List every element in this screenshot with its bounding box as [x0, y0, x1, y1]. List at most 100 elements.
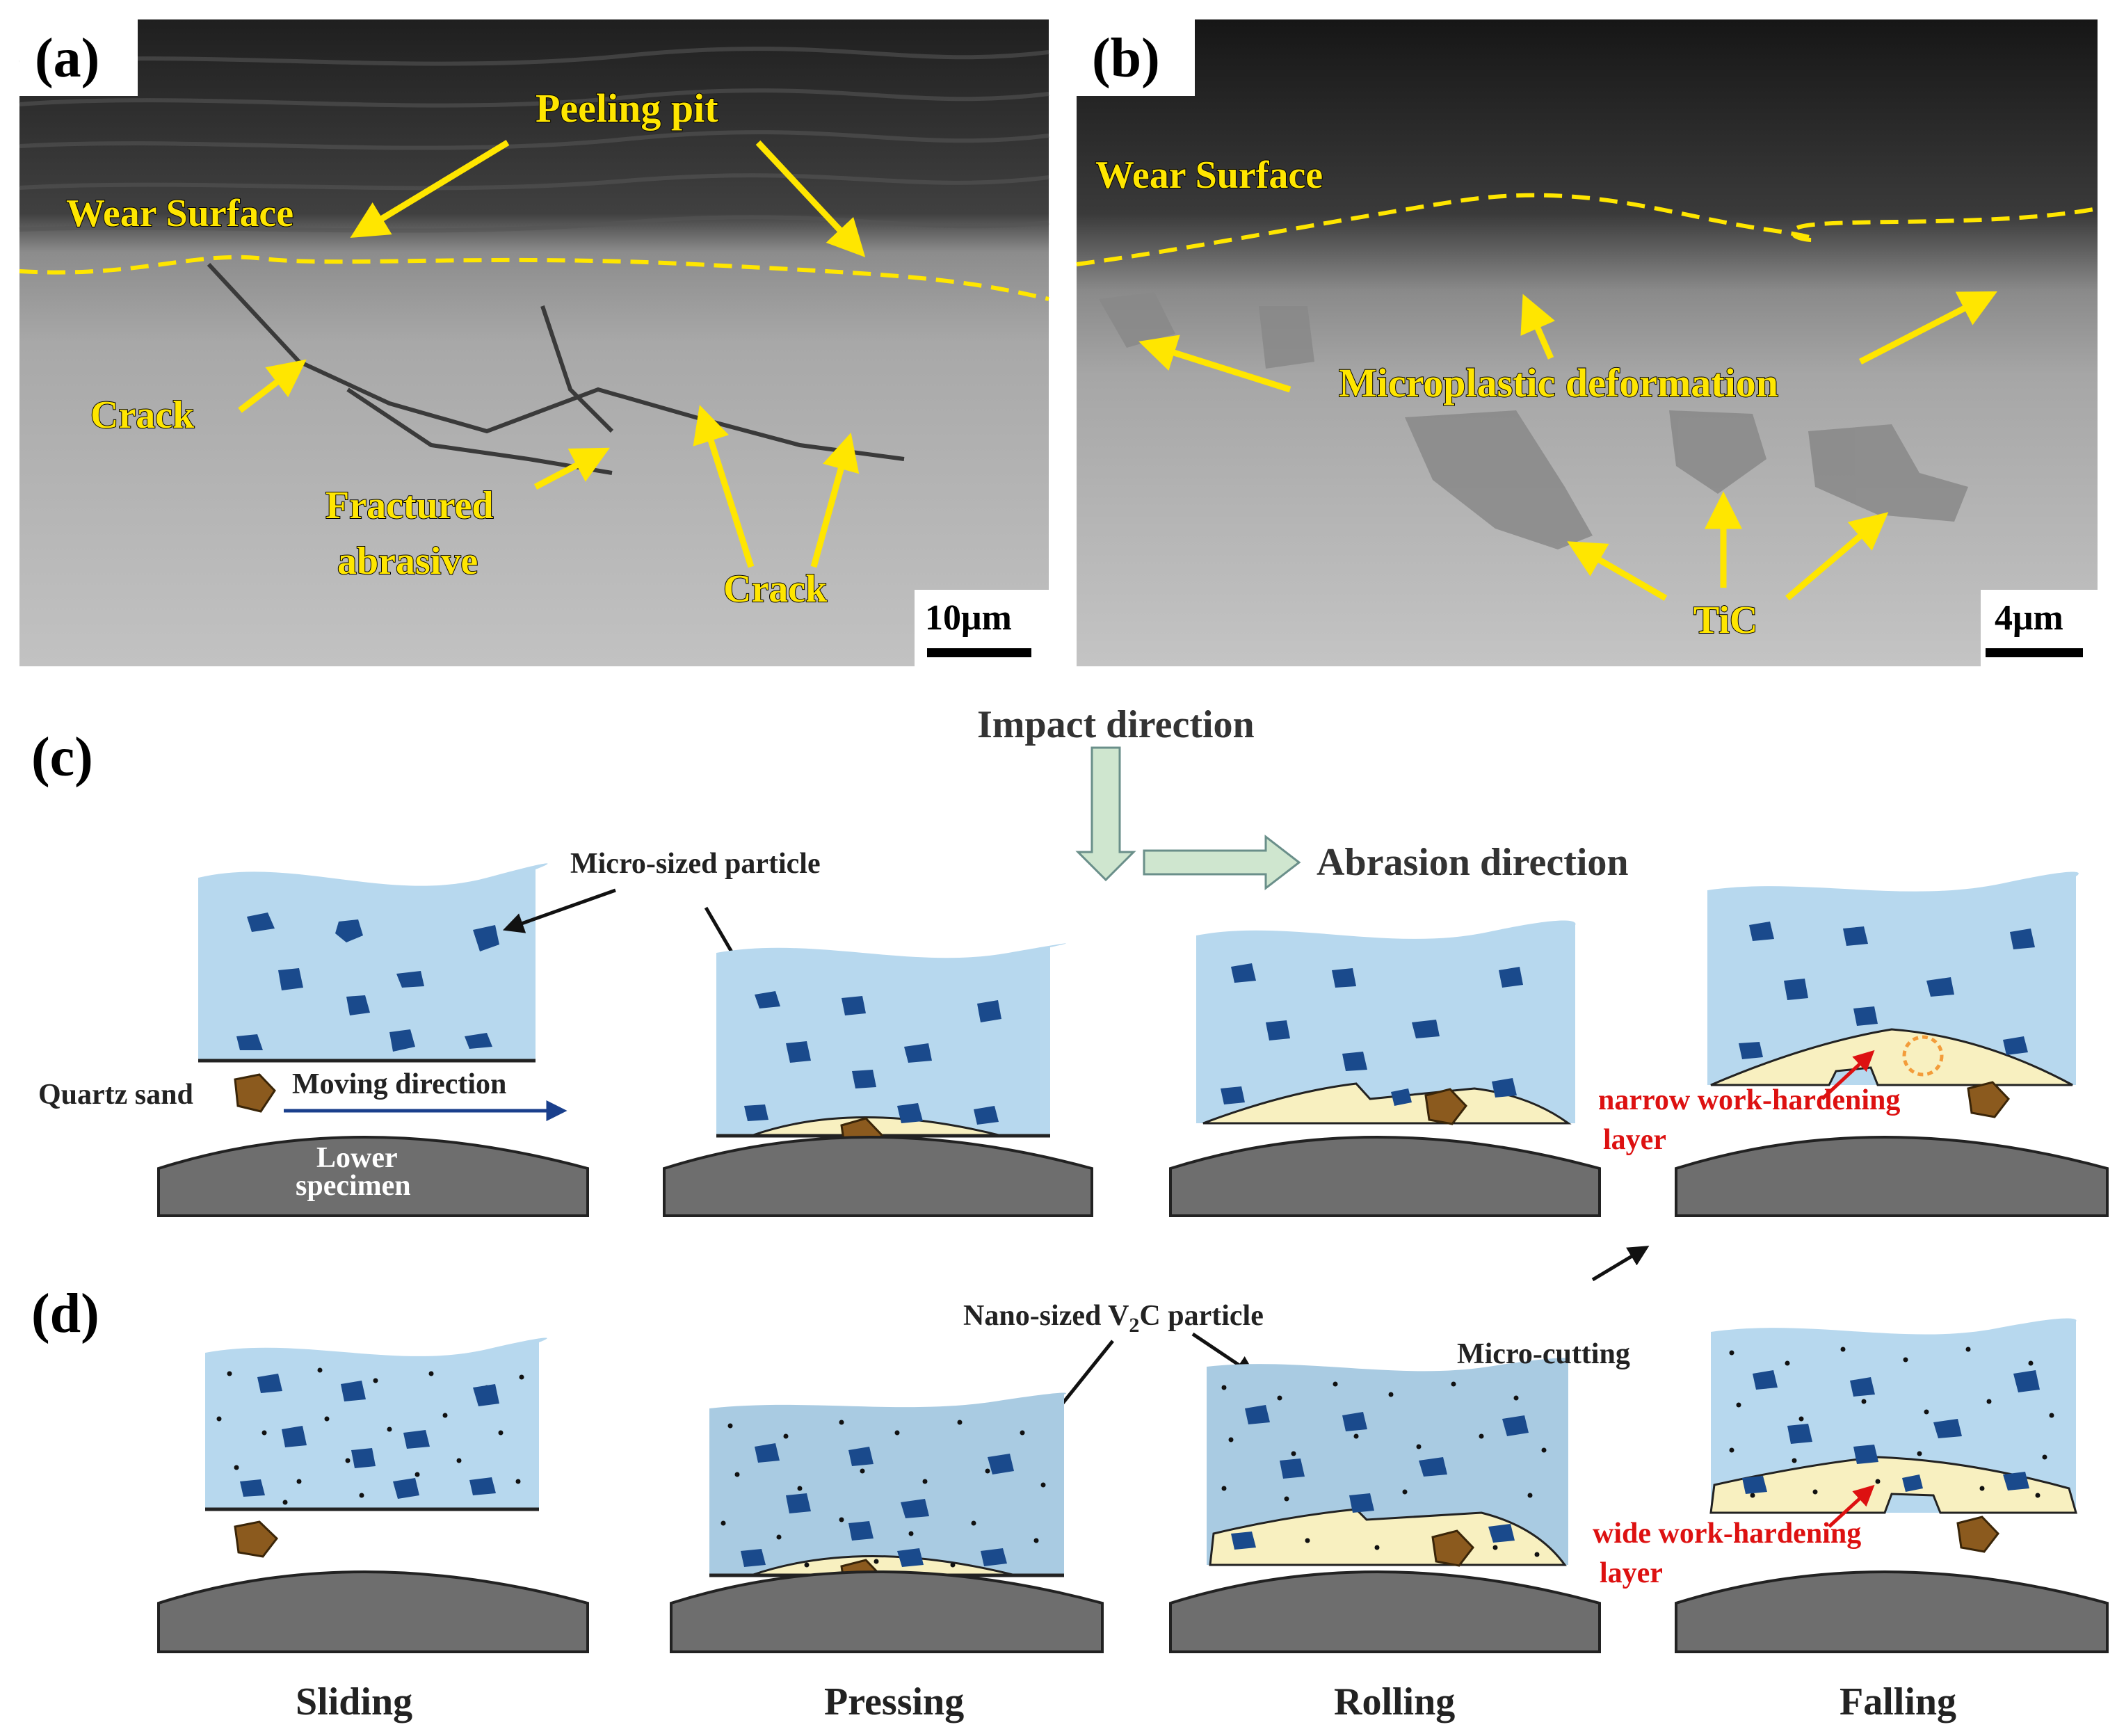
wear-surface-boundary-a: [19, 255, 1049, 301]
d-pressing: [670, 1392, 1104, 1653]
lower-specimen-line1: Lower: [316, 1142, 398, 1174]
micro-particles: [1739, 922, 2035, 1059]
scale-bar-a: [927, 648, 1031, 657]
stage-label-pressing: Pressing: [824, 1680, 964, 1723]
d-rolling: [1169, 1358, 1601, 1653]
quartz-sand: [1967, 1081, 2010, 1118]
crack-arrow-left: [238, 359, 307, 413]
micro-arrow-right: [1858, 291, 1998, 365]
fallen-particle-outline: [1902, 1035, 1944, 1077]
c-rolling: [1169, 920, 1601, 1217]
stage-label-rolling: Rolling: [1334, 1680, 1455, 1723]
quartz-sand: [234, 1520, 279, 1558]
quartz-sand: [1424, 1088, 1467, 1125]
micro-particles: [1221, 963, 1523, 1106]
quartz-sand-label: Quartz sand: [38, 1079, 193, 1111]
micro-arrow-up: [1520, 294, 1555, 360]
panel-a-tag: (a): [35, 28, 99, 89]
d-sliding: [157, 1337, 589, 1653]
nano-prefix: Nano-sized V: [963, 1300, 1129, 1332]
crack-arrow-right-2: [810, 432, 860, 568]
hardened-layer: [750, 1116, 1002, 1137]
c-pressing: [663, 943, 1093, 1217]
quartz-sand: [1431, 1529, 1474, 1567]
tic-label: TiC: [1693, 599, 1757, 642]
panel-c-tag: (c): [31, 727, 93, 788]
wide-layer-arrow: [1828, 1484, 1875, 1528]
quartz-sand: [234, 1073, 276, 1113]
micro-particle-arrow-1: [502, 888, 616, 933]
matrix-block: [205, 1337, 547, 1509]
matrix-block: [709, 1392, 1066, 1575]
panel-d: (d): [31, 1283, 2109, 1653]
panel-a: (a) Peeling pit Wear Surface Crack Fract…: [19, 19, 1049, 666]
nano-particles: [1221, 1381, 1547, 1557]
nano-particle-label: Nano-sized V2C particle: [963, 1300, 1264, 1337]
lower-specimen: [157, 1136, 589, 1217]
wear-striations-a: [19, 47, 1049, 233]
micro-cutting-label: Micro-cutting: [1457, 1338, 1630, 1370]
narrow-layer-line2: layer: [1603, 1124, 1666, 1156]
transition-arrow: [1591, 1246, 1650, 1282]
narrow-layer-arrow: [1821, 1050, 1875, 1100]
matrix-block: [1707, 871, 2079, 1085]
fractured-label-line1: Fractured: [325, 484, 494, 527]
stage-label-sliding: Sliding: [296, 1680, 412, 1723]
micro-sized-particle-label: Micro-sized particle: [570, 848, 821, 880]
tag-bg-b: [1077, 19, 1195, 96]
nano-particles: [1729, 1347, 2054, 1498]
tag-bg-a: [19, 19, 138, 96]
c-sliding: Quartz sand Moving direction Lower speci…: [38, 863, 589, 1217]
lower-specimen: [663, 1136, 1093, 1217]
stage-label-falling: Falling: [1840, 1680, 1956, 1723]
wide-layer-line2: layer: [1600, 1557, 1663, 1589]
tic-arrow-right: [1785, 512, 1889, 601]
d-falling: wide work-hardening layer: [1593, 1318, 2109, 1653]
panel-b-tag: (b): [1092, 28, 1160, 89]
micro-particles: [240, 1374, 499, 1499]
stage-labels: Sliding Pressing Rolling Falling: [296, 1680, 1956, 1723]
matrix-block: [716, 943, 1066, 1136]
tic-particles: [1099, 292, 1968, 549]
hardened-layer: [750, 1555, 1016, 1577]
peeling-pit-label: Peeling pit: [536, 86, 718, 131]
panel-b: (b) Wear Surface Microplastic deformatio…: [1076, 19, 2098, 666]
panel-c: (c) Impact direction Abrasion direction …: [31, 703, 2109, 1282]
lower-specimen: [1675, 1136, 2109, 1217]
micro-particles: [1231, 1405, 1529, 1550]
fractured-label-line2: abrasive: [337, 540, 478, 583]
scale-bar-b: [1986, 648, 2083, 657]
wide-layer-line1: wide work-hardening: [1593, 1518, 1861, 1550]
narrow-layer-line1: narrow work-hardening: [1598, 1084, 1900, 1116]
nano-particles: [721, 1420, 1046, 1568]
matrix-block: [198, 863, 548, 1061]
panel-d-tag: (d): [31, 1283, 99, 1344]
nano-suffix: C particle: [1139, 1300, 1263, 1332]
crack-arrow-right-1: [693, 405, 755, 568]
lower-specimen: [157, 1570, 589, 1653]
c-falling: narrow work-hardening layer: [1598, 871, 2109, 1217]
micro-particles: [744, 991, 1001, 1125]
micro-particles: [236, 913, 499, 1052]
lower-specimen: [1169, 1570, 1601, 1653]
crack-label-right: Crack: [723, 568, 828, 611]
micro-particles: [1742, 1370, 2040, 1494]
nano-subscript: 2: [1129, 1314, 1139, 1337]
sem-image-a: [19, 19, 1049, 666]
quartz-sand: [1956, 1516, 1999, 1553]
crack-label-left: Crack: [90, 394, 195, 437]
lower-specimen-line2: specimen: [296, 1170, 411, 1202]
sem-image-b: [1077, 19, 2098, 666]
hardened-layer: [1202, 1082, 1572, 1125]
scale-label-b: 4μm: [1995, 598, 2063, 638]
scale-label-a: 10μm: [925, 598, 1012, 638]
tic-arrow-left: [1567, 541, 1668, 601]
impact-direction-arrow: [1075, 746, 1136, 882]
lower-specimen: [1675, 1570, 2109, 1653]
peeling-arrow-right: [755, 140, 866, 257]
micro-arrow-left: [1138, 335, 1291, 393]
wear-surface-label-a: Wear Surface: [66, 192, 293, 235]
fractured-arrow: [533, 447, 610, 490]
wear-surface-boundary-b: [1076, 193, 2098, 266]
